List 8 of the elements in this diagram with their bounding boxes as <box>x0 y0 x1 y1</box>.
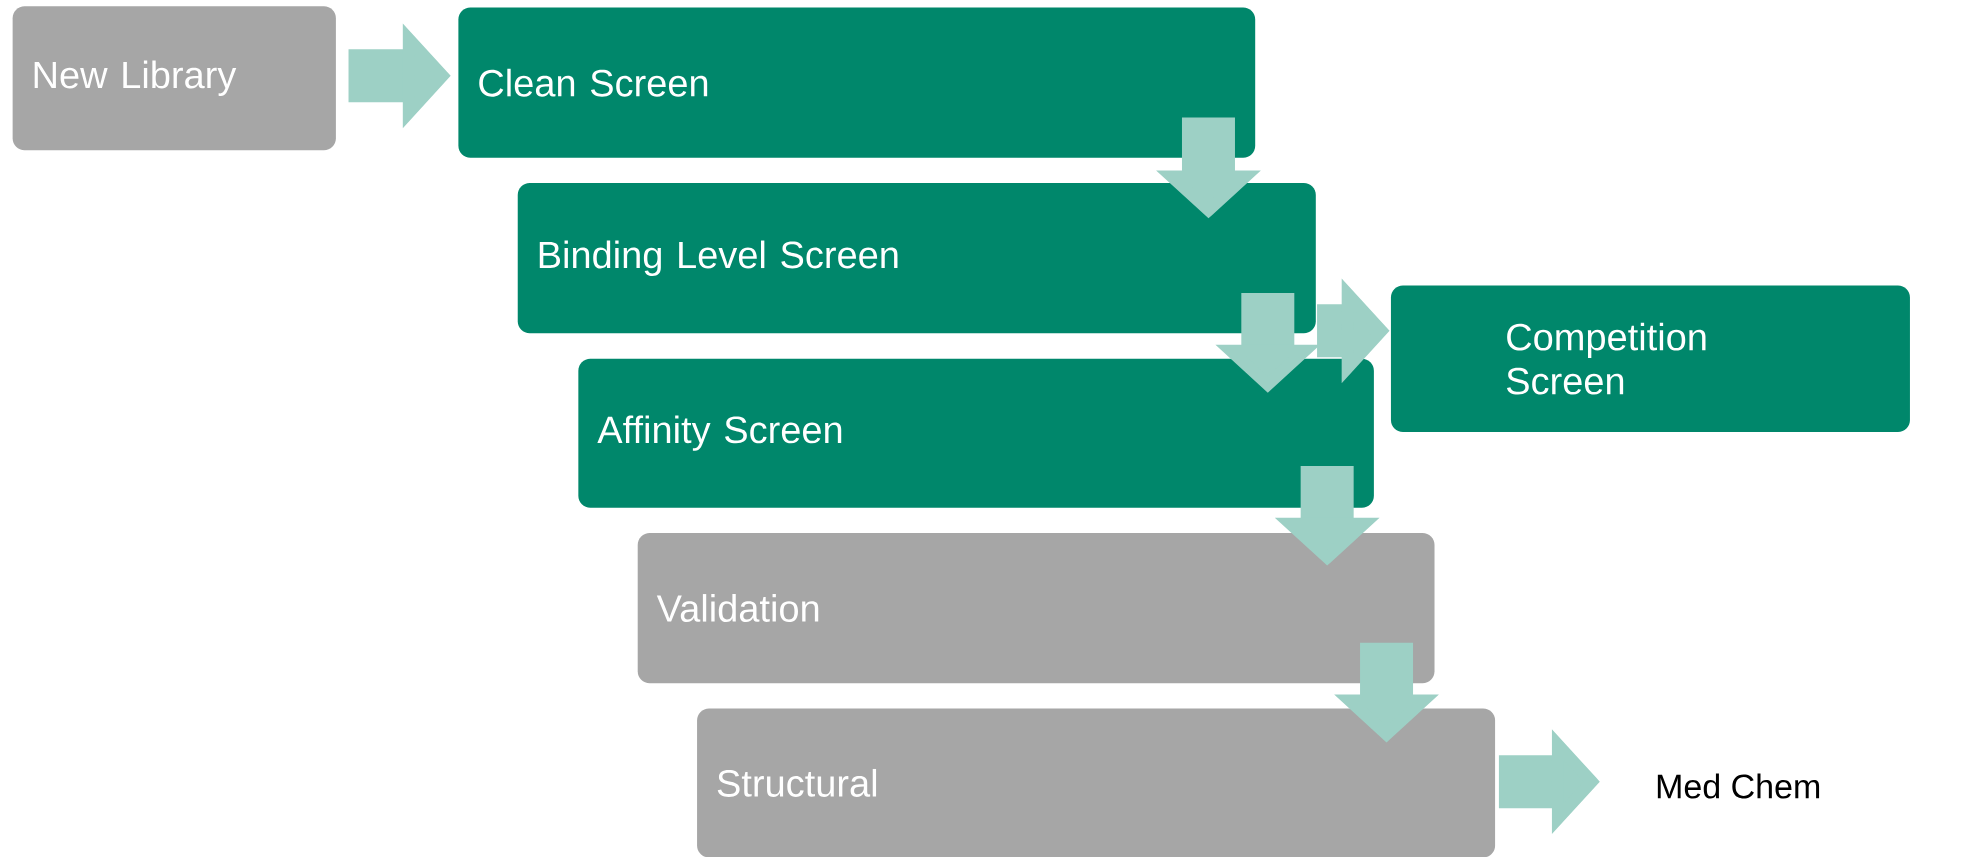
process-box: New Library <box>12 6 336 151</box>
process-box: Structural <box>697 708 1496 857</box>
process-box: Competition Screen <box>1390 285 1910 432</box>
process-box: Validation <box>637 532 1435 683</box>
process-box: Affinity Screen <box>578 358 1374 508</box>
process-box: Binding Level Screen <box>517 182 1316 334</box>
process-box: Clean Screen <box>458 7 1256 158</box>
end-label: Med Chem <box>1657 773 1820 799</box>
